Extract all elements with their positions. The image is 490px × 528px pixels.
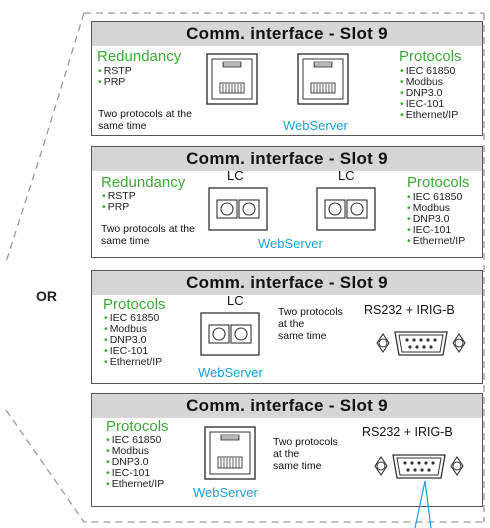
list-item: DNP3.0 — [400, 88, 458, 99]
db9-serial-port-icon — [376, 331, 466, 356]
serial-port-label: RS232 + IRIG-B — [362, 425, 453, 439]
comm-interface-card-3: Comm. interface - Slot 9 Protocols IEC 6… — [91, 270, 483, 384]
lc-fiber-connector-icon — [208, 187, 268, 231]
note-text: Two protocols at the same time — [273, 436, 338, 472]
note-text: Two protocols at the same time — [278, 306, 343, 342]
list-item: IEC-101 — [106, 468, 164, 479]
webserver-label: WebServer — [258, 236, 323, 251]
list-item: RSTP — [98, 66, 132, 77]
protocols-list: IEC 61850 Modbus DNP3.0 IEC-101 Ethernet… — [407, 192, 466, 247]
list-item: Modbus — [106, 446, 164, 457]
or-label: OR — [36, 288, 57, 304]
webserver-label: WebServer — [198, 365, 263, 380]
rj45-port-icon — [204, 426, 256, 480]
webserver-label: WebServer — [193, 485, 258, 500]
list-item: DNP3.0 — [407, 214, 465, 225]
list-item: DNP3.0 — [104, 335, 162, 346]
list-item: RSTP — [102, 191, 136, 202]
card-title: Comm. interface - Slot 9 — [92, 394, 482, 418]
list-item: Ethernet/IP — [407, 236, 466, 247]
list-item: Modbus — [407, 203, 465, 214]
list-item: Ethernet/IP — [106, 479, 165, 490]
serial-port-label: RS232 + IRIG-B — [364, 303, 455, 317]
list-item: PRP — [102, 202, 136, 213]
redundancy-list: RSTP PRP — [98, 66, 132, 88]
list-item: IEC-101 — [104, 346, 162, 357]
list-item: IEC 61850 — [106, 435, 164, 446]
protocols-list: IEC 61850 Modbus DNP3.0 IEC-101 Ethernet… — [106, 435, 165, 490]
protocols-heading: Protocols — [103, 296, 166, 313]
list-item: PRP — [98, 77, 132, 88]
list-item: Modbus — [400, 77, 458, 88]
protocols-heading: Protocols — [106, 418, 169, 435]
list-item: IEC 61850 — [400, 66, 458, 77]
card-title: Comm. interface - Slot 9 — [92, 271, 482, 295]
list-item: IEC-101 — [407, 225, 465, 236]
list-item: IEC 61850 — [104, 313, 162, 324]
protocols-list: IEC 61850 Modbus DNP3.0 IEC-101 Ethernet… — [400, 66, 459, 121]
note-text: Two protocols at the same time — [98, 108, 192, 132]
webserver-label: WebServer — [283, 118, 348, 133]
note-text: Two protocols at the same time — [101, 223, 195, 247]
list-item: DNP3.0 — [106, 457, 164, 468]
card-title: Comm. interface - Slot 9 — [92, 147, 482, 171]
lc-label: LC — [227, 293, 244, 308]
protocols-heading: Protocols — [399, 48, 462, 65]
list-item: Modbus — [104, 324, 162, 335]
comm-interface-card-4: Comm. interface - Slot 9 Protocols IEC 6… — [91, 393, 483, 507]
rj45-port-icon — [206, 53, 258, 105]
card-title: Comm. interface - Slot 9 — [92, 22, 482, 46]
list-item: IEC-101 — [400, 99, 458, 110]
comm-interface-card-1: Comm. interface - Slot 9 Redundancy RSTP… — [91, 21, 483, 136]
lc-fiber-connector-icon — [200, 312, 260, 356]
redundancy-heading: Redundancy — [97, 48, 182, 65]
lc-label: LC — [338, 168, 355, 183]
lc-label: LC — [227, 168, 244, 183]
comm-interface-card-2: Comm. interface - Slot 9 Redundancy RSTP… — [91, 146, 483, 258]
lc-fiber-connector-icon — [316, 187, 376, 231]
redundancy-heading: Redundancy — [101, 174, 186, 191]
list-item: Ethernet/IP — [400, 110, 459, 121]
list-item: IEC 61850 — [407, 192, 465, 203]
redundancy-list: RSTP PRP — [102, 191, 136, 213]
db9-serial-port-icon — [374, 454, 464, 479]
rj45-port-icon — [297, 53, 349, 105]
list-item: Ethernet/IP — [104, 357, 163, 368]
protocols-list: IEC 61850 Modbus DNP3.0 IEC-101 Ethernet… — [104, 313, 163, 368]
protocols-heading: Protocols — [407, 174, 470, 191]
